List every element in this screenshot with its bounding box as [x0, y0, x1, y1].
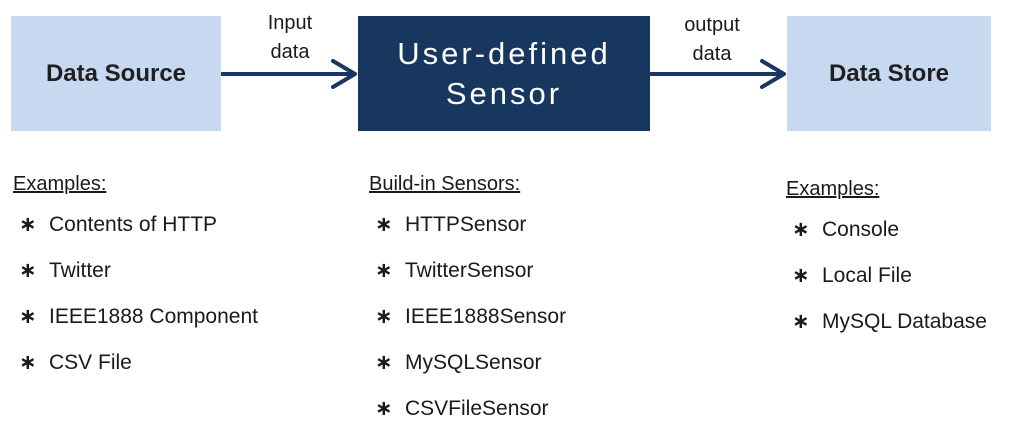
bullet-icon: ∗ — [19, 305, 37, 328]
list-item: ∗ MySQL Database — [786, 307, 987, 353]
list-item: ∗ Twitter — [13, 256, 258, 302]
list-item-label: CSV File — [49, 351, 132, 374]
list-item: ∗ Local File — [786, 261, 987, 307]
list-item-label: MySQL Database — [822, 310, 987, 333]
source-examples-heading: Examples: — [13, 173, 107, 195]
bullet-icon: ∗ — [375, 397, 393, 420]
data-source-label: Data Source — [45, 59, 187, 87]
list-item-label: Console — [822, 218, 900, 241]
builtin-sensors-heading: Build-in Sensors: — [369, 173, 521, 195]
list-item-label: IEEE1888Sensor — [405, 305, 567, 328]
data-store-label: Data Store — [828, 59, 950, 87]
list-item: ∗ CSVFileSensor — [369, 394, 566, 440]
store-examples-list: Examples: ∗ Console ∗ Local File ∗ MySQL Da… — [786, 175, 987, 353]
list-item: ∗ MySQLSensor — [369, 348, 566, 394]
list-item: ∗ IEEE1888 Component — [13, 302, 258, 348]
list-item: ∗ CSV File — [13, 348, 258, 394]
bullet-icon: ∗ — [375, 305, 393, 328]
list-item-label: MySQLSensor — [405, 351, 542, 374]
list-item-label: Local File — [822, 264, 912, 287]
bullet-icon: ∗ — [19, 351, 37, 374]
bullet-icon: ∗ — [792, 310, 810, 333]
store-examples-heading: Examples: — [786, 178, 880, 200]
builtin-sensors-list: Build-in Sensors: ∗ HTTPSensor ∗ TwitterSe… — [369, 170, 566, 440]
sensor-label-line1: User-defined — [397, 35, 611, 71]
bullet-icon: ∗ — [375, 351, 393, 374]
bullet-icon: ∗ — [792, 264, 810, 287]
bullet-icon: ∗ — [375, 213, 393, 236]
data-source-node: Data Source — [11, 16, 221, 131]
input-label-line2: data — [270, 41, 310, 63]
data-store-node: Data Store — [787, 16, 991, 131]
bullet-icon: ∗ — [19, 259, 37, 282]
input-arrow — [220, 59, 357, 89]
list-item: ∗ HTTPSensor — [369, 210, 566, 256]
list-item: ∗ TwitterSensor — [369, 256, 566, 302]
input-label-line1: Input — [267, 12, 313, 34]
list-item-label: HTTPSensor — [405, 213, 527, 236]
bullet-icon: ∗ — [19, 213, 37, 236]
list-item-label: CSVFileSensor — [405, 397, 549, 420]
input-data-label: Input data — [240, 9, 340, 67]
user-defined-sensor-node: User-defined Sensor — [358, 16, 650, 131]
list-item: ∗ Console — [786, 215, 987, 261]
bullet-icon: ∗ — [375, 259, 393, 282]
list-item-label: IEEE1888 Component — [49, 305, 258, 328]
output-label-line2: data — [692, 43, 732, 65]
sensor-label-line2: Sensor — [445, 75, 563, 111]
list-item: ∗ Contents of HTTP — [13, 210, 258, 256]
output-label-line1: output — [684, 14, 740, 36]
output-arrow — [649, 59, 786, 89]
list-item-label: TwitterSensor — [405, 259, 534, 282]
source-examples-list: Examples: ∗ Contents of HTTP ∗ Twitter ∗ IE… — [13, 170, 258, 394]
list-item: ∗ IEEE1888Sensor — [369, 302, 566, 348]
list-item-label: Contents of HTTP — [49, 213, 218, 236]
bullet-icon: ∗ — [792, 218, 810, 241]
output-data-label: output data — [652, 11, 772, 69]
list-item-label: Twitter — [49, 259, 111, 282]
